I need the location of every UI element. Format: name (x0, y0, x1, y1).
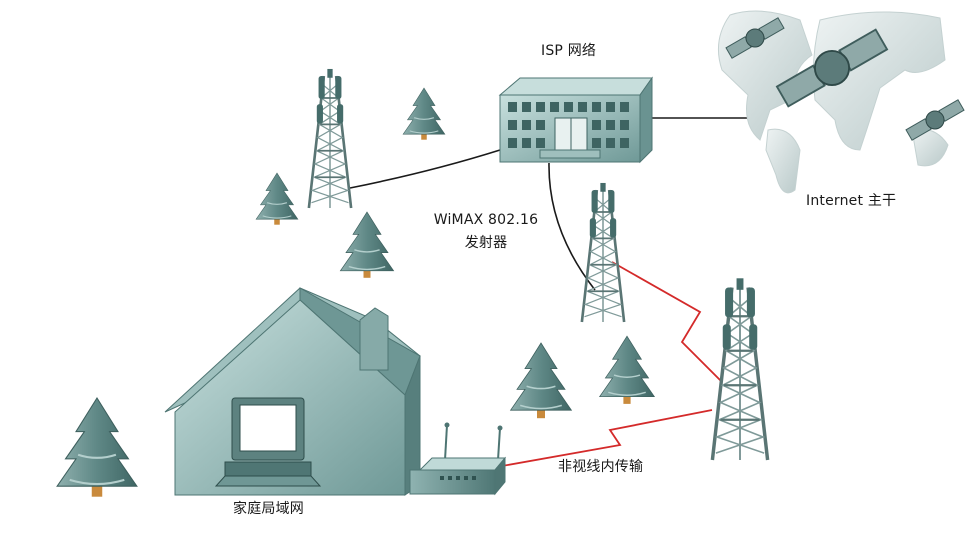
wimax-label-line2: 发射器 (464, 235, 508, 251)
non-line-of-sight-label: 非视线内传输 (558, 459, 644, 475)
tree-icon (56, 396, 138, 498)
tree-icon (402, 87, 446, 141)
isp-network-label: ISP 网络 (541, 43, 597, 59)
tree-icon (339, 211, 395, 279)
internet-backbone-label: Internet 主干 (806, 193, 897, 209)
tower-icon (580, 181, 626, 324)
wimax-transmitter-label: WiMAX 802.16 发射器 (424, 212, 548, 252)
tree-icon (598, 335, 656, 405)
wimax-label-line1: WiMAX 802.16 (433, 212, 539, 228)
tree-icon (509, 342, 573, 420)
cable-isp-to-wimax-tower (548, 162, 596, 291)
cable-isp-to-left-tower (349, 149, 501, 189)
tree-icon (255, 172, 299, 226)
monitor-icon (214, 397, 322, 487)
house-icon (164, 287, 421, 496)
wireless-link-relay-to-router (501, 409, 713, 467)
home-lan-label: 家庭局域网 (233, 501, 304, 517)
tower-icon (307, 67, 353, 210)
tower-icon (710, 276, 770, 462)
router-icon (409, 422, 507, 496)
wireless-link-wimax-to-relay (611, 261, 723, 383)
building-icon (498, 76, 653, 164)
